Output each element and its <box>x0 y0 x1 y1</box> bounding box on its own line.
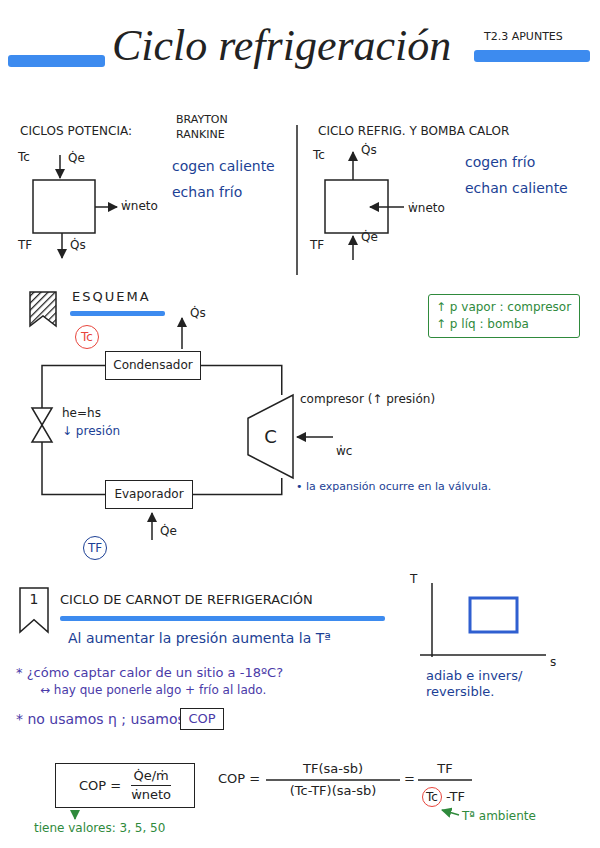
temperature-label: Tc <box>81 330 93 344</box>
section-number-banner: 1 <box>20 588 48 632</box>
temperature-circle: Tc <box>75 325 99 349</box>
temperature-label: TF <box>88 541 102 555</box>
fraction: Q̇e/ṁ ẇneto <box>131 768 171 803</box>
note-text: tiene valores: 3, 5, 50 <box>34 821 165 835</box>
note-text: Tª ambiente <box>462 809 536 823</box>
component-name: Condensador <box>113 358 192 372</box>
work-label: ẇneto <box>408 201 445 215</box>
heat-arrow <box>181 318 183 349</box>
heat-arrow <box>352 152 354 180</box>
cycle-name: RANKINE <box>176 128 225 141</box>
note-text: cogen caliente <box>172 158 275 175</box>
pipe-connector <box>201 366 282 396</box>
formula-text: Tc <box>426 790 438 804</box>
heat-label: Q̇s <box>70 238 86 252</box>
temperature-circle: TF <box>83 536 107 560</box>
section-heading: CICLO REFRIG. Y BOMBA CALOR <box>318 124 509 138</box>
formula-box: COP = Q̇e/ṁ ẇneto <box>55 763 195 808</box>
axis-line <box>431 583 433 657</box>
divider-line <box>296 125 298 275</box>
note-text: echan caliente <box>465 180 568 197</box>
component-name: Evaporador <box>114 487 183 501</box>
axis-label: T <box>410 572 417 586</box>
note-text: • la expansión ocurre en la válvula. <box>296 480 491 493</box>
note-text: Al aumentar la presión aumenta la Tª <box>68 630 331 647</box>
fraction-bar <box>266 779 400 781</box>
component-name: C <box>264 426 277 448</box>
formula-text: ẇneto <box>131 787 171 803</box>
fraction-bar <box>418 779 472 781</box>
work-label: ẇc <box>336 444 352 458</box>
axis-label: s <box>550 655 556 669</box>
heat-label: Q̇e <box>160 524 177 538</box>
heat-arrow <box>151 513 153 540</box>
valve-symbol <box>32 408 52 425</box>
valve-note: ↓ presión <box>62 424 120 438</box>
formula-text: COP <box>188 711 215 727</box>
work-arrow <box>95 206 117 208</box>
leader-arrow <box>74 812 76 819</box>
axis-line <box>420 654 546 656</box>
note-text: adiab e invers/ reversible. <box>426 668 551 699</box>
heat-label: Q̇s <box>361 143 377 157</box>
compressor-symbol <box>248 395 293 478</box>
heat-arrow <box>352 236 354 260</box>
compressor-symbol: C <box>248 395 293 478</box>
component-box: Condensador <box>105 351 201 380</box>
note-text: ↑ p líq : bomba <box>436 317 529 331</box>
note-text: ↔ hay que ponerle algo + frío al lado. <box>40 683 266 697</box>
heat-label: Q̇e <box>361 230 378 244</box>
page-tag: T2.3 APUNTES <box>484 30 563 43</box>
leader-arrow <box>442 810 459 815</box>
note-text: * no usamos η ; usamos <box>16 711 185 728</box>
formula-text: COP = <box>79 778 121 794</box>
formula-text: -TF <box>446 789 465 805</box>
carnot-cycle-rectangle <box>470 598 517 632</box>
formula-text: (Tc-TF)(sa-sb) <box>290 783 377 799</box>
component-box: Evaporador <box>105 480 193 509</box>
heat-label: Q̇s <box>190 306 206 320</box>
temperature-label: TF <box>18 238 32 252</box>
note-text: cogen frío <box>465 154 535 171</box>
note-text: * ¿cómo captar calor de un sitio a -18ºC… <box>16 665 283 681</box>
heading-underline <box>70 311 165 316</box>
fraction-bar <box>131 785 171 787</box>
temperature-label: Tc <box>313 148 325 162</box>
page-title: Ciclo refrigeración <box>112 20 451 73</box>
formula-text: COP = <box>218 771 260 787</box>
section-heading: CICLO DE CARNOT DE REFRIGERACIÓN <box>60 592 313 608</box>
note-text: ↑ p vapor : compresor <box>436 300 571 314</box>
header-bar <box>474 50 590 62</box>
work-arrow <box>297 436 333 438</box>
section-icon <box>30 292 56 326</box>
work-label: ẇneto <box>121 199 158 213</box>
heading-underline <box>60 616 385 621</box>
heat-arrow <box>59 155 61 178</box>
callout-number: 1 <box>30 591 39 608</box>
valve-symbol <box>32 425 52 442</box>
formula-text: = <box>404 771 415 787</box>
formula-text: Q̇e/ṁ <box>133 768 168 784</box>
section-number-banner <box>20 588 48 632</box>
cycle-box <box>33 180 95 233</box>
temperature-circle: Tc <box>422 787 442 807</box>
note-box: ↑ p vapor : compresor ↑ p líq : bomba <box>428 294 580 338</box>
section-heading: CICLOS POTENCIA: <box>20 124 132 138</box>
valve-note: he=hs <box>62 406 101 420</box>
note-text: echan frío <box>172 184 242 201</box>
formula-text: TF(sa-sb) <box>303 761 363 777</box>
section-heading: ESQUEMA <box>72 289 151 305</box>
work-arrow <box>370 206 404 208</box>
formula-text: TF <box>437 761 452 777</box>
temperature-label: Tc <box>18 150 30 164</box>
compressor-note: compresor (↑ presión) <box>300 392 435 406</box>
heat-arrow <box>61 233 63 258</box>
heat-label: Q̇e <box>68 151 85 165</box>
header-bar <box>8 55 105 67</box>
highlight-box: COP <box>180 708 224 730</box>
cycle-name: BRAYTON <box>176 113 228 126</box>
pipe-connector <box>193 478 282 495</box>
temperature-label: TF <box>310 238 324 252</box>
